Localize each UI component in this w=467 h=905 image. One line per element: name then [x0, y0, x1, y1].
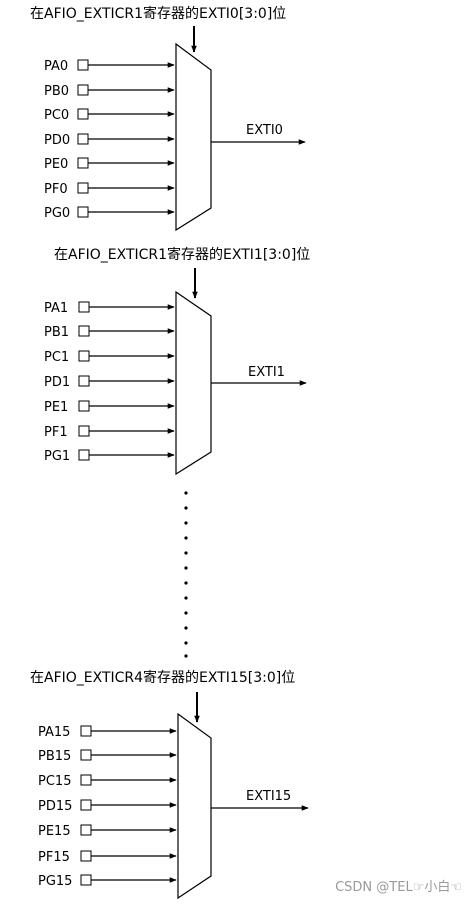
input-pin: PE0 [44, 157, 175, 172]
input-label: PF1 [44, 425, 68, 440]
output-label: EXTI15 [246, 789, 291, 804]
block-title: 在AFIO_EXTICR4寄存器的EXTI15[3:0]位 [30, 669, 295, 686]
input-pin: PF0 [44, 182, 175, 197]
input-label: PG0 [44, 206, 70, 221]
input-label: PF0 [44, 182, 68, 197]
multiplexer-shape [175, 42, 212, 232]
pin-square-icon [80, 799, 92, 811]
input-label: PB0 [44, 84, 69, 99]
pin-square-icon [77, 206, 89, 218]
input-pin: PE1 [44, 400, 175, 415]
input-pin: PD0 [44, 133, 175, 148]
output-label: EXTI0 [246, 123, 283, 138]
ellipsis-dots [184, 491, 188, 658]
input-label: PD1 [44, 375, 70, 390]
input-label: PC0 [44, 108, 69, 123]
pin-square-icon [77, 157, 89, 169]
pin-square-icon [77, 84, 89, 96]
pin-square-icon [77, 182, 89, 194]
multiplexer-shape [175, 290, 212, 476]
mux-block-exti1: 在AFIO_EXTICR1寄存器的EXTI1[3:0]位 PA1 PB1 PC1… [44, 246, 310, 476]
pin-square-icon [77, 59, 89, 71]
watermark: CSDN @TEL☞小白☜ [335, 879, 462, 895]
mux-block-exti15: 在AFIO_EXTICR4寄存器的EXTI15[3:0]位 PA15 PB15 … [30, 669, 309, 900]
pin-square-icon [80, 774, 92, 786]
pin-square-icon [78, 400, 90, 412]
input-pin: PC1 [44, 350, 175, 365]
input-label: PE1 [44, 400, 68, 415]
input-label: PA0 [44, 59, 68, 74]
input-label: PA15 [38, 725, 70, 740]
input-pin: PC15 [38, 774, 177, 789]
input-pin: PA0 [44, 59, 175, 74]
pin-square-icon [78, 301, 90, 313]
pin-square-icon [80, 850, 92, 862]
input-pin: PB0 [44, 84, 175, 99]
input-pin: PD15 [38, 799, 177, 814]
pin-square-icon [77, 108, 89, 120]
input-label: PD0 [44, 133, 70, 148]
input-pin: PG15 [38, 874, 177, 889]
input-pin: PE15 [38, 824, 177, 839]
input-pin: PG1 [44, 449, 175, 464]
pin-square-icon [78, 375, 90, 387]
pin-square-icon [80, 725, 92, 737]
input-label: PC1 [44, 350, 69, 365]
input-pin: PF15 [38, 850, 177, 865]
input-label: PE0 [44, 157, 68, 172]
pin-square-icon [78, 449, 90, 461]
input-label: PF15 [38, 850, 70, 865]
input-label: PC15 [38, 774, 71, 789]
input-pin: PF1 [44, 425, 175, 440]
input-pin: PB15 [38, 749, 177, 764]
input-label: PG15 [38, 874, 72, 889]
input-label: PD15 [38, 799, 72, 814]
input-pin: PG0 [44, 206, 175, 221]
input-label: PB1 [44, 325, 69, 340]
output-label: EXTI1 [248, 365, 285, 380]
pin-square-icon [80, 749, 92, 761]
input-label: PB15 [38, 749, 71, 764]
multiplexer-shape [177, 712, 212, 900]
input-pin: PD1 [44, 375, 175, 390]
input-label: PG1 [44, 449, 70, 464]
pin-square-icon [78, 325, 90, 337]
input-pin: PC0 [44, 108, 175, 123]
mux-block-exti0: 在AFIO_EXTICR1寄存器的EXTI0[3:0]位 PA0 PB0 PC0… [30, 5, 306, 232]
input-pin: PB1 [44, 325, 175, 340]
pin-square-icon [80, 874, 92, 886]
pin-square-icon [80, 824, 92, 836]
input-pin: PA1 [44, 301, 175, 316]
block-title: 在AFIO_EXTICR1寄存器的EXTI0[3:0]位 [30, 5, 286, 22]
input-pin: PA15 [38, 725, 177, 740]
pin-square-icon [77, 133, 89, 145]
pin-square-icon [78, 425, 90, 437]
input-label: PA1 [44, 301, 68, 316]
input-label: PE15 [38, 824, 71, 839]
pin-square-icon [78, 350, 90, 362]
block-title: 在AFIO_EXTICR1寄存器的EXTI1[3:0]位 [54, 246, 310, 263]
